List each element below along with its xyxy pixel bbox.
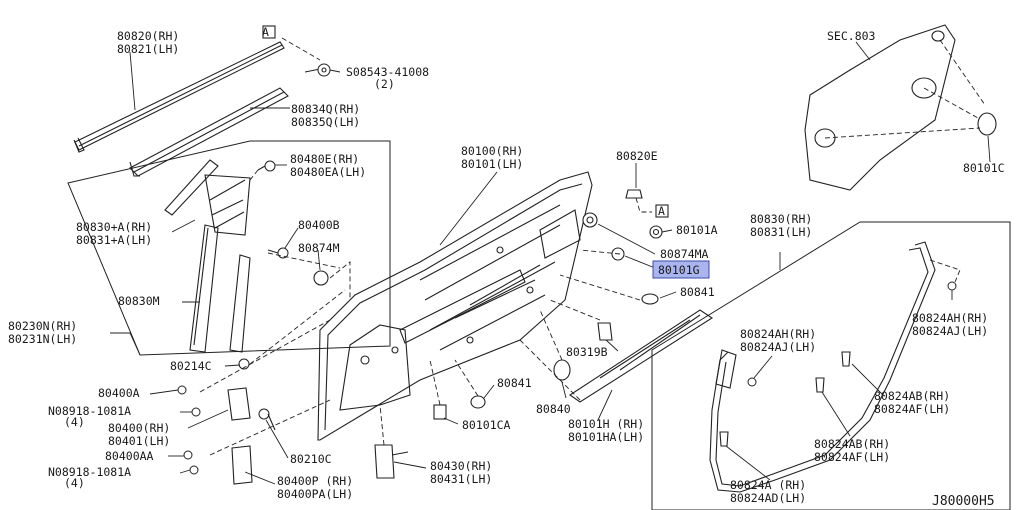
callout-label: 80824AB(RH)80824AF(LH) — [874, 389, 950, 416]
inner-weatherstrip — [129, 87, 289, 177]
clip-80820e — [625, 189, 643, 199]
callout-label: 80210C — [290, 452, 332, 466]
callout-label: 80230N(RH)80231N(LH) — [8, 319, 77, 346]
callout-label: 80400A — [98, 386, 140, 400]
callout-label: 80874MA — [660, 247, 709, 261]
bolt-80210c — [258, 408, 276, 431]
outer-weatherstrip — [73, 41, 285, 153]
bolt-80214c — [238, 358, 250, 370]
hinge-lower — [183, 445, 253, 485]
callout-label: 80874M — [298, 241, 340, 255]
callout-label: S08543-41008(2) — [346, 65, 429, 91]
callout-label: N08918-1081A(4) — [48, 465, 131, 490]
door-weatherstrip — [709, 241, 936, 493]
highlight-box — [652, 260, 710, 279]
pad-80101ca — [433, 404, 447, 420]
seal-80874ma — [582, 212, 598, 228]
callout-label: 80101H (RH)80101HA(LH) — [568, 417, 644, 444]
highlighted-callout: 80101G — [658, 263, 700, 277]
callout-label: 80820(RH)80821(LH) — [117, 29, 179, 56]
callout-label: 80100(RH)80101(LH) — [461, 144, 523, 171]
clip-80824a — [719, 431, 729, 447]
dashed-assembly-lines — [199, 37, 986, 456]
callout-label: 80824A (RH)80824AD(LH) — [730, 478, 806, 505]
callout-label: 80480E(RH)80480EA(LH) — [290, 152, 366, 179]
weatherstrip-group-frame — [651, 221, 1011, 510]
callout-label: 80400(RH)80401(LH) — [108, 421, 170, 448]
callout-label: 80830(RH)80831(LH) — [750, 212, 812, 239]
check-link-80430 — [374, 444, 409, 479]
hinge-upper — [177, 385, 251, 421]
screw-08543 — [304, 63, 331, 77]
ref-mark-a-right: A — [658, 204, 665, 218]
callout-label: 80101A — [676, 223, 718, 237]
ref-box-a-top — [262, 25, 276, 39]
callout-label: 80834Q(RH)80835Q(LH) — [291, 102, 360, 129]
callout-label: 80830+A(RH)80831+A(LH) — [76, 220, 152, 247]
plug-80101c — [977, 112, 997, 136]
regulator-group-frame — [67, 140, 391, 356]
callout-labels[interactable]: 80820(RH)80821(LH) S08543-41008(2) 80834… — [8, 29, 1005, 505]
clip-80824ab-2 — [815, 377, 825, 393]
leader-lines — [110, 41, 991, 485]
grommet-80874m — [313, 270, 329, 286]
callout-label: N08918-1081A(4) — [48, 404, 131, 429]
plug-80841-a — [641, 293, 659, 305]
callout-label: SEC.803 — [827, 29, 876, 43]
callout-label: 80824AB(RH)80824AF(LH) — [814, 437, 890, 464]
callout-label: 80400P (RH)80400PA(LH) — [277, 474, 353, 501]
diagram-code: J80000H5 — [932, 494, 995, 509]
clip-80824ah-top — [947, 281, 957, 291]
sec803-panel — [804, 24, 956, 191]
callout-label: 80400B — [298, 218, 340, 232]
callout-label: 80430(RH)80431(LH) — [430, 459, 492, 486]
callout-label: 80319B — [566, 345, 608, 359]
plug-80841-b — [470, 395, 486, 409]
door-shell — [317, 171, 593, 441]
bolt-80480e — [257, 160, 276, 172]
callout-label: 80841 — [497, 376, 532, 390]
callout-label: 80824AH(RH)80824AJ(LH) — [912, 311, 988, 338]
clip-80824ab-1 — [841, 351, 851, 367]
bracket-80319b — [597, 322, 613, 341]
callout-label: 80830M — [118, 294, 160, 308]
callout-label: 80820E — [616, 149, 658, 163]
callout-label: 80214C — [170, 359, 212, 373]
callout-label: 80840 — [536, 402, 571, 416]
window-regulator — [164, 159, 251, 353]
grommet-80101a — [649, 225, 663, 239]
callout-label: 80400AA — [105, 449, 154, 463]
sealing-strip-80101h — [569, 309, 714, 403]
callout-label: 80101CA — [462, 418, 511, 432]
ref-box-a-right — [655, 204, 669, 218]
clip-80824ah-left — [747, 377, 757, 387]
callout-label: 80101C — [963, 161, 1005, 175]
callout-label: 80841 — [680, 285, 715, 299]
callout-label: 80824AH(RH)80824AJ(LH) — [740, 327, 816, 354]
ref-mark-a-top: A — [262, 25, 269, 39]
